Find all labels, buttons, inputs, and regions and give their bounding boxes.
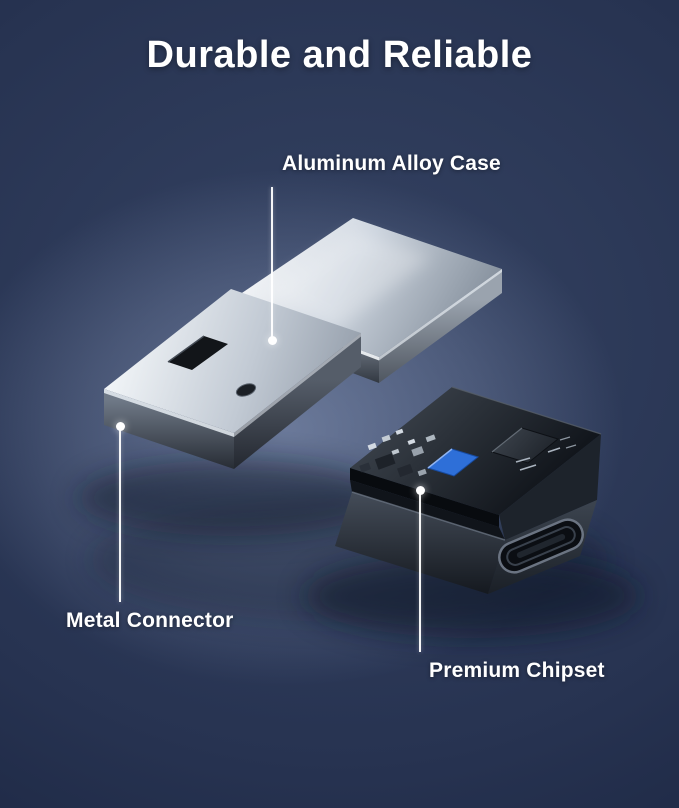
- connector-graphic: [104, 289, 361, 469]
- pcb-graphic: [350, 386, 602, 527]
- callout-case-line: [271, 187, 273, 337]
- callout-case-dot: [268, 336, 277, 345]
- callout-connector-dot: [116, 422, 125, 431]
- pcb-components: [359, 427, 577, 478]
- callout-chipset-dot: [416, 486, 425, 495]
- callout-chipset-label: Premium Chipset: [429, 659, 605, 682]
- page-title: Durable and Reliable: [146, 34, 533, 76]
- callout-chipset-line: [419, 494, 421, 652]
- callout-case-label: Aluminum Alloy Case: [282, 152, 501, 175]
- callout-connector-label: Metal Connector: [66, 609, 234, 632]
- usb-c-port: [498, 518, 584, 574]
- callout-connector-line: [119, 430, 121, 602]
